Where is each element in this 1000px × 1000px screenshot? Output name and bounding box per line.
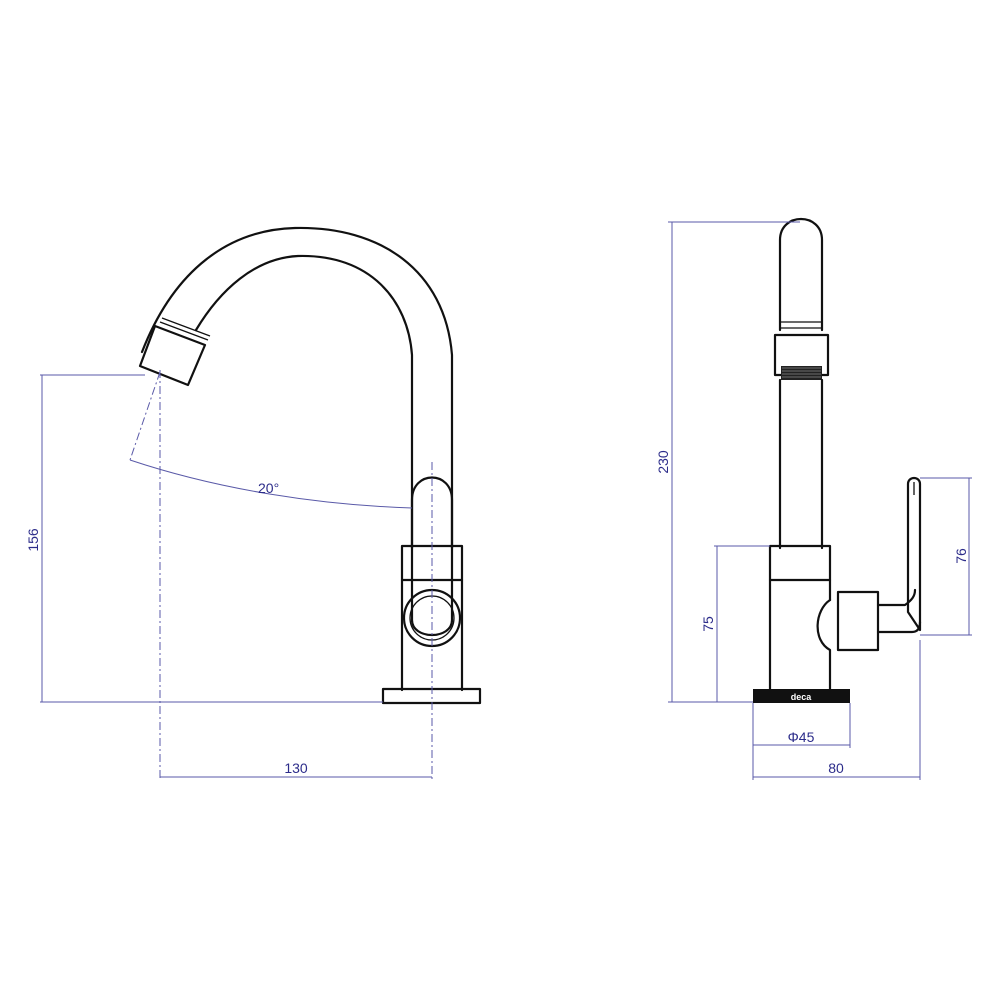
- side-body-curve: [816, 598, 832, 692]
- side-lever-arm-bottom: [876, 620, 922, 634]
- side-collar: [768, 544, 832, 582]
- side-cartridge: [836, 590, 880, 652]
- front-spout: [140, 226, 454, 550]
- dim-angle-label: 20°: [258, 480, 279, 496]
- dim-depth-label: 80: [828, 760, 844, 776]
- side-spout-top: [778, 217, 824, 332]
- dim-total-height-label: 230: [655, 450, 671, 474]
- side-aerator: [773, 333, 830, 380]
- front-body: [400, 578, 464, 692]
- dim-lever-height-label: 76: [953, 548, 969, 564]
- angle-arc: [129, 459, 413, 509]
- front-aerator: [138, 317, 211, 387]
- front-angle-line: [129, 371, 161, 461]
- dim-height-label: 156: [25, 528, 41, 552]
- side-base: deca: [753, 689, 850, 703]
- side-lever-blade: [906, 476, 922, 632]
- front-view: 20° 156 130: [25, 226, 482, 780]
- side-tube: [778, 378, 824, 550]
- dim-reach-label: 130: [284, 760, 308, 776]
- side-lever-arm: [876, 588, 917, 607]
- side-spout-ring: [780, 321, 822, 329]
- dim-diameter-label: Φ45: [788, 729, 815, 745]
- dim-body-height-label: 75: [700, 616, 716, 632]
- side-body: [768, 578, 832, 692]
- side-view: deca 230 75 76 Φ45 80: [655, 217, 972, 780]
- brand-mark: deca: [791, 692, 813, 702]
